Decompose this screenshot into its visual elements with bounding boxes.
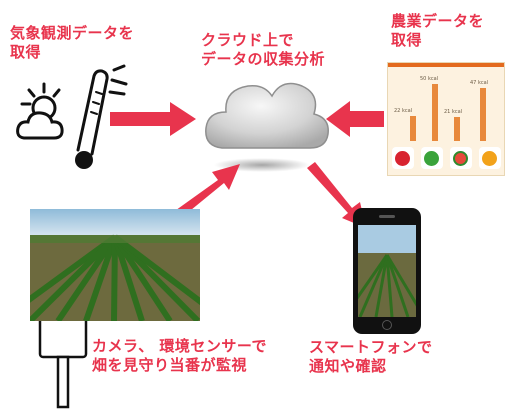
smartphone-icon: [353, 208, 421, 334]
crop-field-photo: [30, 209, 200, 321]
agriculture-data-card: 22 kcal 50 kcal 21 kcal 47 kcal: [387, 62, 505, 176]
bar-value-label: 21 kcal: [444, 109, 463, 116]
weather-data-label: 気象観測データを 取得: [10, 24, 135, 61]
phone-speaker: [379, 215, 395, 218]
bar-value-label: 50 kcal: [420, 76, 439, 83]
cloud-analysis-label: クラウド上で データの収集分析: [201, 31, 326, 68]
bar-value-label: 22 kcal: [394, 107, 413, 114]
cloud-icon: [205, 82, 329, 172]
bar-value-label: 47 kcal: [470, 80, 489, 87]
card-top-bar: [388, 63, 504, 67]
phone-home-button: [382, 320, 392, 330]
apple-icon: [420, 147, 443, 169]
orange-icon: [478, 147, 501, 169]
chart-bar: [432, 84, 438, 141]
phone-screen: [358, 225, 416, 317]
chart-bar: [410, 115, 416, 141]
weather-thermometer-icon: [16, 64, 128, 169]
arrow-weather-to-cloud: [110, 102, 196, 136]
fruit-row: [388, 145, 504, 171]
watermelon-icon: [449, 147, 472, 169]
strawberry-icon: [391, 147, 414, 169]
chart-bar: [454, 117, 460, 141]
smartphone-label: スマートフォンで 通知や確認: [309, 338, 433, 375]
arrow-cloud-to-phone: [307, 162, 366, 228]
camera-sensor-label: カメラ、 環境センサーで 畑を見守り当番が監視: [92, 337, 268, 374]
arrow-agri-to-cloud: [326, 101, 384, 137]
chart-bar: [480, 88, 486, 141]
agriculture-data-label: 農業データを 取得: [391, 12, 485, 49]
